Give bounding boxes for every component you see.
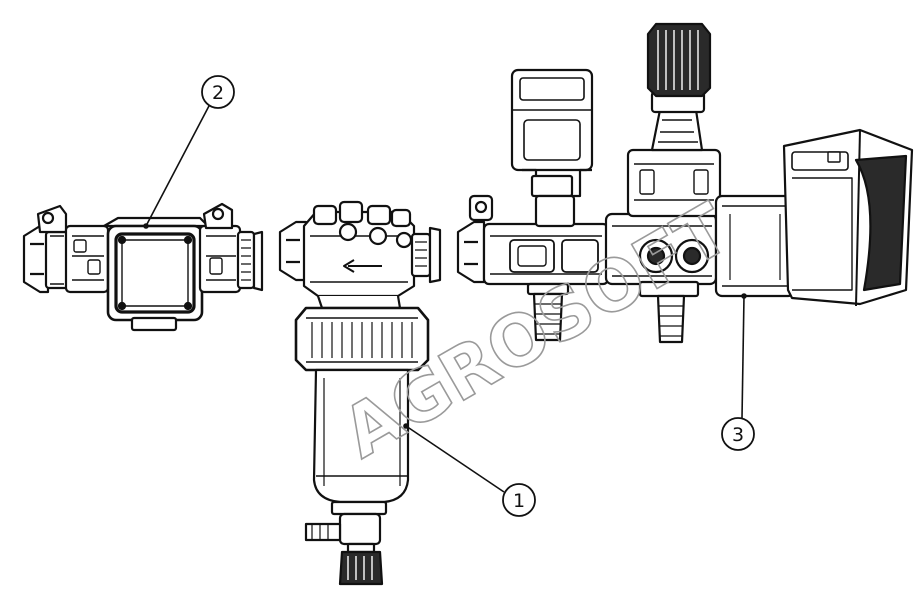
callout-circle	[721, 417, 755, 451]
leader-lines	[143, 103, 747, 493]
callout-label: 1	[513, 490, 525, 512]
callout-circle	[201, 75, 235, 109]
callout-2: 2	[201, 75, 235, 109]
part-1-pressure-filter	[278, 200, 442, 586]
part-2-distribution-block	[22, 202, 264, 332]
leader-line-2	[145, 103, 211, 227]
part-3-control-unit	[456, 22, 914, 344]
leader-line-3	[741, 295, 745, 419]
callout-3: 3	[721, 417, 755, 451]
callout-circle	[502, 483, 536, 517]
callout-label: 2	[212, 82, 224, 104]
callout-label: 3	[732, 424, 744, 446]
callout-1: 1	[502, 483, 536, 517]
leader-line-1	[405, 425, 505, 493]
